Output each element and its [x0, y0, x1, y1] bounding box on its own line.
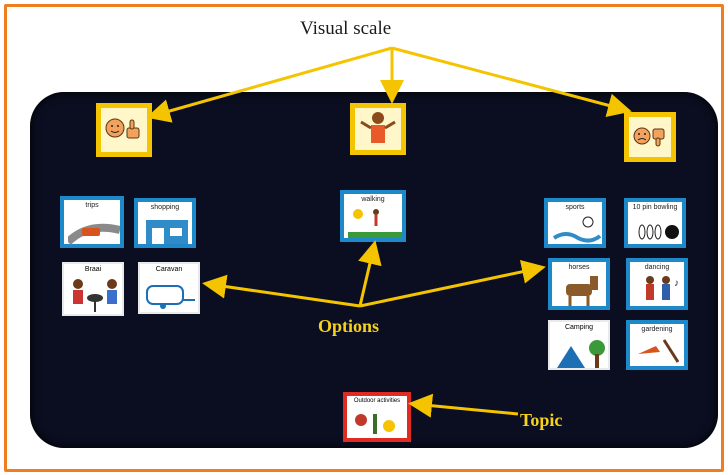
road-trip-icon: [68, 223, 120, 245]
arrow-to-dislike: [391, 46, 632, 117]
caravan-icon: [146, 285, 195, 309]
scale-card-neutral: [350, 103, 406, 155]
option-card-dancing: dancing ♪: [626, 258, 688, 310]
gardening-icon: [638, 339, 680, 363]
walking-icon: [348, 209, 402, 238]
option-card-label: Camping: [564, 324, 593, 331]
arrow-to-walking: [358, 240, 382, 307]
svg-text:♪: ♪: [674, 278, 679, 289]
sports-icon: [552, 216, 602, 243]
arrow-to-right-options: [359, 259, 546, 308]
shrug-person-icon: [360, 112, 396, 143]
arrow-to-like: [146, 46, 393, 123]
option-card-label: sports: [565, 204, 585, 211]
thumbs-down-face-icon: [633, 127, 665, 147]
option-card-label: trips: [85, 202, 99, 209]
option-card-walking: walking: [340, 190, 406, 242]
dancing-icon: ♪: [646, 276, 679, 300]
tent-icon: [557, 340, 605, 368]
scale-card-dislike: [624, 112, 676, 162]
arrow-to-left-options: [202, 274, 361, 308]
option-card-label: dancing: [644, 264, 670, 271]
option-card-trips: trips: [60, 196, 124, 248]
outdoor-activities-icon: [355, 414, 395, 434]
visual-scale-title: Visual scale: [300, 18, 392, 39]
option-card-bowling: 10 pin bowling: [624, 198, 686, 248]
bowling-icon: [638, 224, 679, 240]
option-card-label: walking: [361, 196, 385, 203]
horse-icon: [566, 276, 598, 306]
thumbs-up-face-icon: [105, 118, 140, 139]
options-label: Options: [318, 316, 380, 336]
shop-icon: [146, 220, 188, 244]
barbecue-people-icon: [73, 279, 117, 312]
option-card-gardening: gardening: [626, 320, 688, 370]
scale-card-like: [96, 103, 152, 157]
option-card-label: gardening: [641, 326, 673, 333]
option-card-label: shopping: [150, 204, 180, 211]
option-card-label: Caravan: [155, 266, 183, 273]
option-card-shopping: shopping: [134, 198, 196, 248]
option-card-label: horses: [568, 264, 590, 271]
topic-card-outdoor-activities: Outdoor activities: [343, 392, 411, 442]
option-card-sports: sports: [544, 198, 606, 248]
option-card-horses: horses: [548, 258, 610, 310]
arrow-to-topic: [408, 393, 519, 418]
option-card-camping: Camping: [548, 320, 610, 370]
option-card-braai: Braai: [62, 262, 124, 316]
option-card-label: 10 pin bowling: [632, 204, 678, 211]
topic-label: Topic: [520, 410, 563, 430]
option-card-caravan: Caravan: [138, 262, 200, 314]
option-card-label: Braai: [84, 266, 102, 273]
topic-card-label: Outdoor activities: [353, 398, 401, 404]
